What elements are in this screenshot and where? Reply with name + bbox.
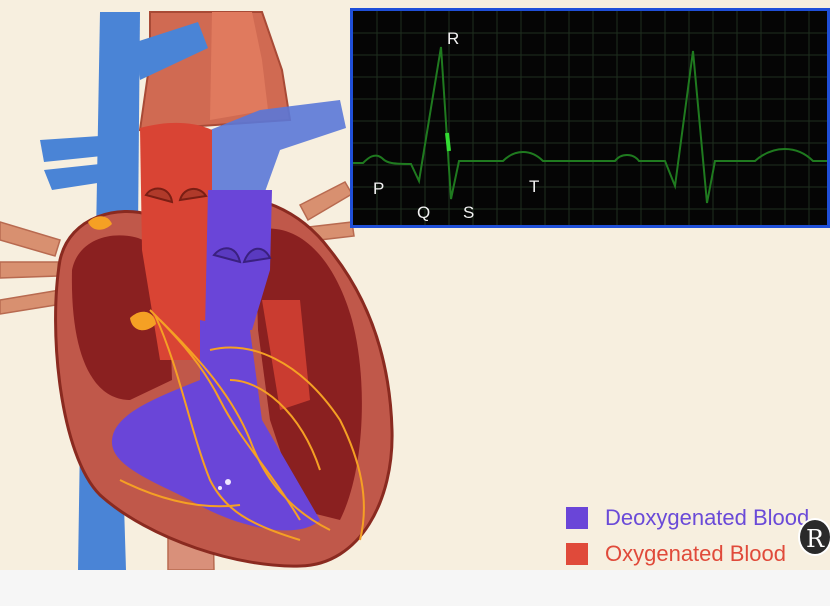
legend-deoxygenated: Deoxygenated Blood: [566, 505, 809, 531]
ecg-cursor-highlight: [447, 133, 449, 151]
bottom-bar: [0, 570, 830, 606]
ecg-grid: [353, 11, 830, 228]
ecg-label-p: P: [373, 179, 384, 199]
ecg-label-r: R: [447, 29, 459, 49]
ecg-label-t: T: [529, 177, 539, 197]
ecg-label-q: Q: [417, 203, 430, 223]
oxygenated-label: Oxygenated Blood: [605, 541, 786, 567]
deoxygenated-swatch: [566, 507, 588, 529]
legend-oxygenated: Oxygenated Blood: [566, 541, 786, 567]
ecg-label-s: S: [463, 203, 474, 223]
logo-letter: R: [806, 525, 824, 553]
ecg-trace-area: [353, 11, 830, 228]
purkinje-point: [225, 479, 231, 485]
oxygenated-swatch: [566, 543, 588, 565]
superior-vena-cava: [96, 12, 140, 236]
purkinje-point-2: [218, 486, 222, 490]
deoxygenated-label: Deoxygenated Blood: [605, 505, 809, 531]
ecg-monitor: R P Q S T: [350, 8, 830, 228]
watermark-logo: R: [798, 518, 830, 556]
